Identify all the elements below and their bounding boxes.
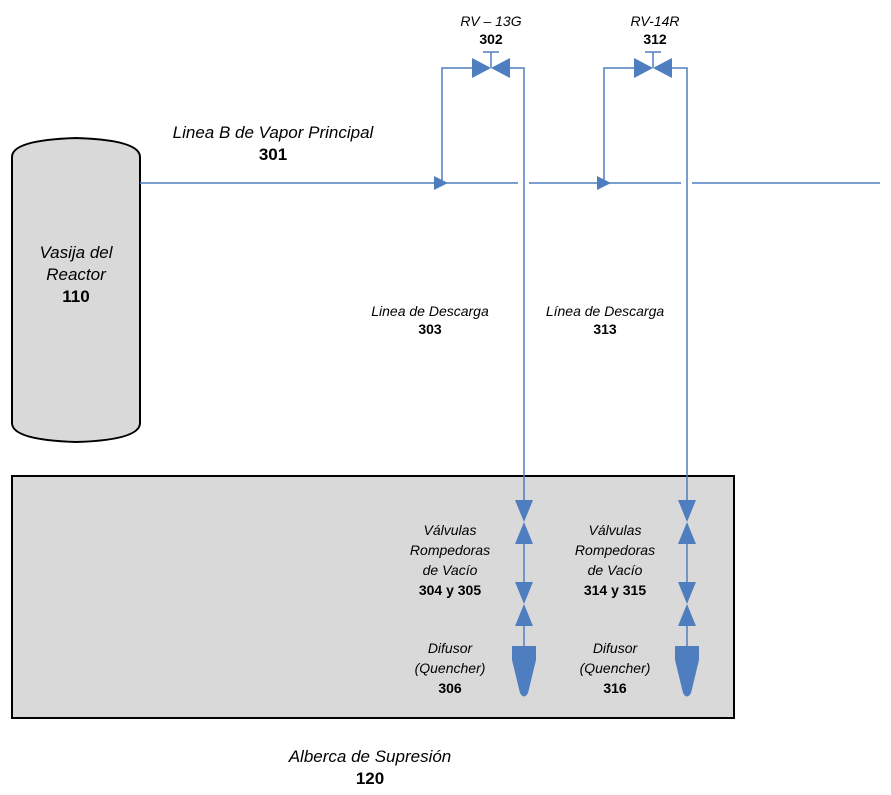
reactor-name-line1: Vasija del [39, 243, 113, 262]
vacuum-breaker-valves-b [678, 500, 696, 626]
vacuum-breaker-a-line3: de Vacío [422, 562, 478, 578]
quencher-a-number: 306 [438, 680, 462, 696]
steam-line-arrow-a [434, 176, 448, 190]
vacuum-breaker-b-line3: de Vacío [587, 562, 643, 578]
relief-branch-b [603, 51, 688, 646]
vacuum-breaker-b-number: 314 y 315 [583, 582, 647, 598]
quencher-b-line1: Difusor [592, 640, 638, 656]
relief-branch-a [441, 51, 525, 646]
vacuum-breaker-valves-a [515, 500, 533, 626]
steam-line-name: Linea B de Vapor Principal [172, 123, 374, 142]
reactor-number: 110 [62, 287, 90, 306]
vacuum-breaker-b-line2: Rompedoras [574, 542, 656, 558]
discharge-line-a-number: 303 [418, 321, 442, 337]
quencher-b-label: Difusor (Quencher) 316 [555, 638, 675, 698]
vacuum-breaker-a-number: 304 y 305 [418, 582, 482, 598]
suppression-pool [11, 475, 735, 719]
vacuum-breaker-b-label: Válvulas Rompedoras de Vacío 314 y 315 [555, 520, 675, 600]
relief-valve-a-name: RV – 13G [460, 13, 522, 29]
quencher-a-line1: Difusor [427, 640, 473, 656]
quencher-b-number: 316 [603, 680, 627, 696]
discharge-line-a-label: Linea de Descarga 303 [350, 302, 510, 338]
relief-valve-b-name: RV-14R [630, 13, 680, 29]
suppression-pool-label: Alberca de Supresión 120 [250, 746, 490, 790]
suppression-pool-number: 120 [355, 769, 385, 788]
relief-valve-b-number: 312 [643, 31, 667, 47]
discharge-line-a-name: Linea de Descarga [371, 303, 489, 319]
relief-valve-a [472, 58, 510, 78]
relief-valve-a-label: RV – 13G 302 [436, 12, 546, 48]
quencher-b-line2: (Quencher) [579, 660, 651, 676]
discharge-line-b-label: Línea de Descarga 313 [525, 302, 685, 338]
quencher-a-line2: (Quencher) [414, 660, 486, 676]
reactor-vessel [11, 136, 141, 444]
steam-line-number: 301 [258, 145, 288, 164]
quencher-a-label: Difusor (Quencher) 306 [390, 638, 510, 698]
quencher-a [512, 646, 536, 697]
discharge-line-b-number: 313 [593, 321, 617, 337]
relief-valve-a-number: 302 [479, 31, 503, 47]
vacuum-breaker-a-line2: Rompedoras [409, 542, 491, 558]
steam-line-label: Linea B de Vapor Principal 301 [138, 122, 408, 166]
reactor-label: Vasija del Reactor 110 [14, 242, 138, 308]
quencher-b [675, 646, 699, 697]
relief-valve-b [634, 58, 672, 78]
vacuum-breaker-a-label: Válvulas Rompedoras de Vacío 304 y 305 [390, 520, 510, 600]
suppression-pool-name: Alberca de Supresión [288, 747, 452, 766]
vacuum-breaker-b-line1: Válvulas [588, 522, 642, 538]
vacuum-breaker-a-line1: Válvulas [423, 522, 477, 538]
reactor-name-line2: Reactor [46, 265, 106, 284]
relief-valve-b-label: RV-14R 312 [600, 12, 710, 48]
discharge-line-b-name: Línea de Descarga [545, 303, 665, 319]
